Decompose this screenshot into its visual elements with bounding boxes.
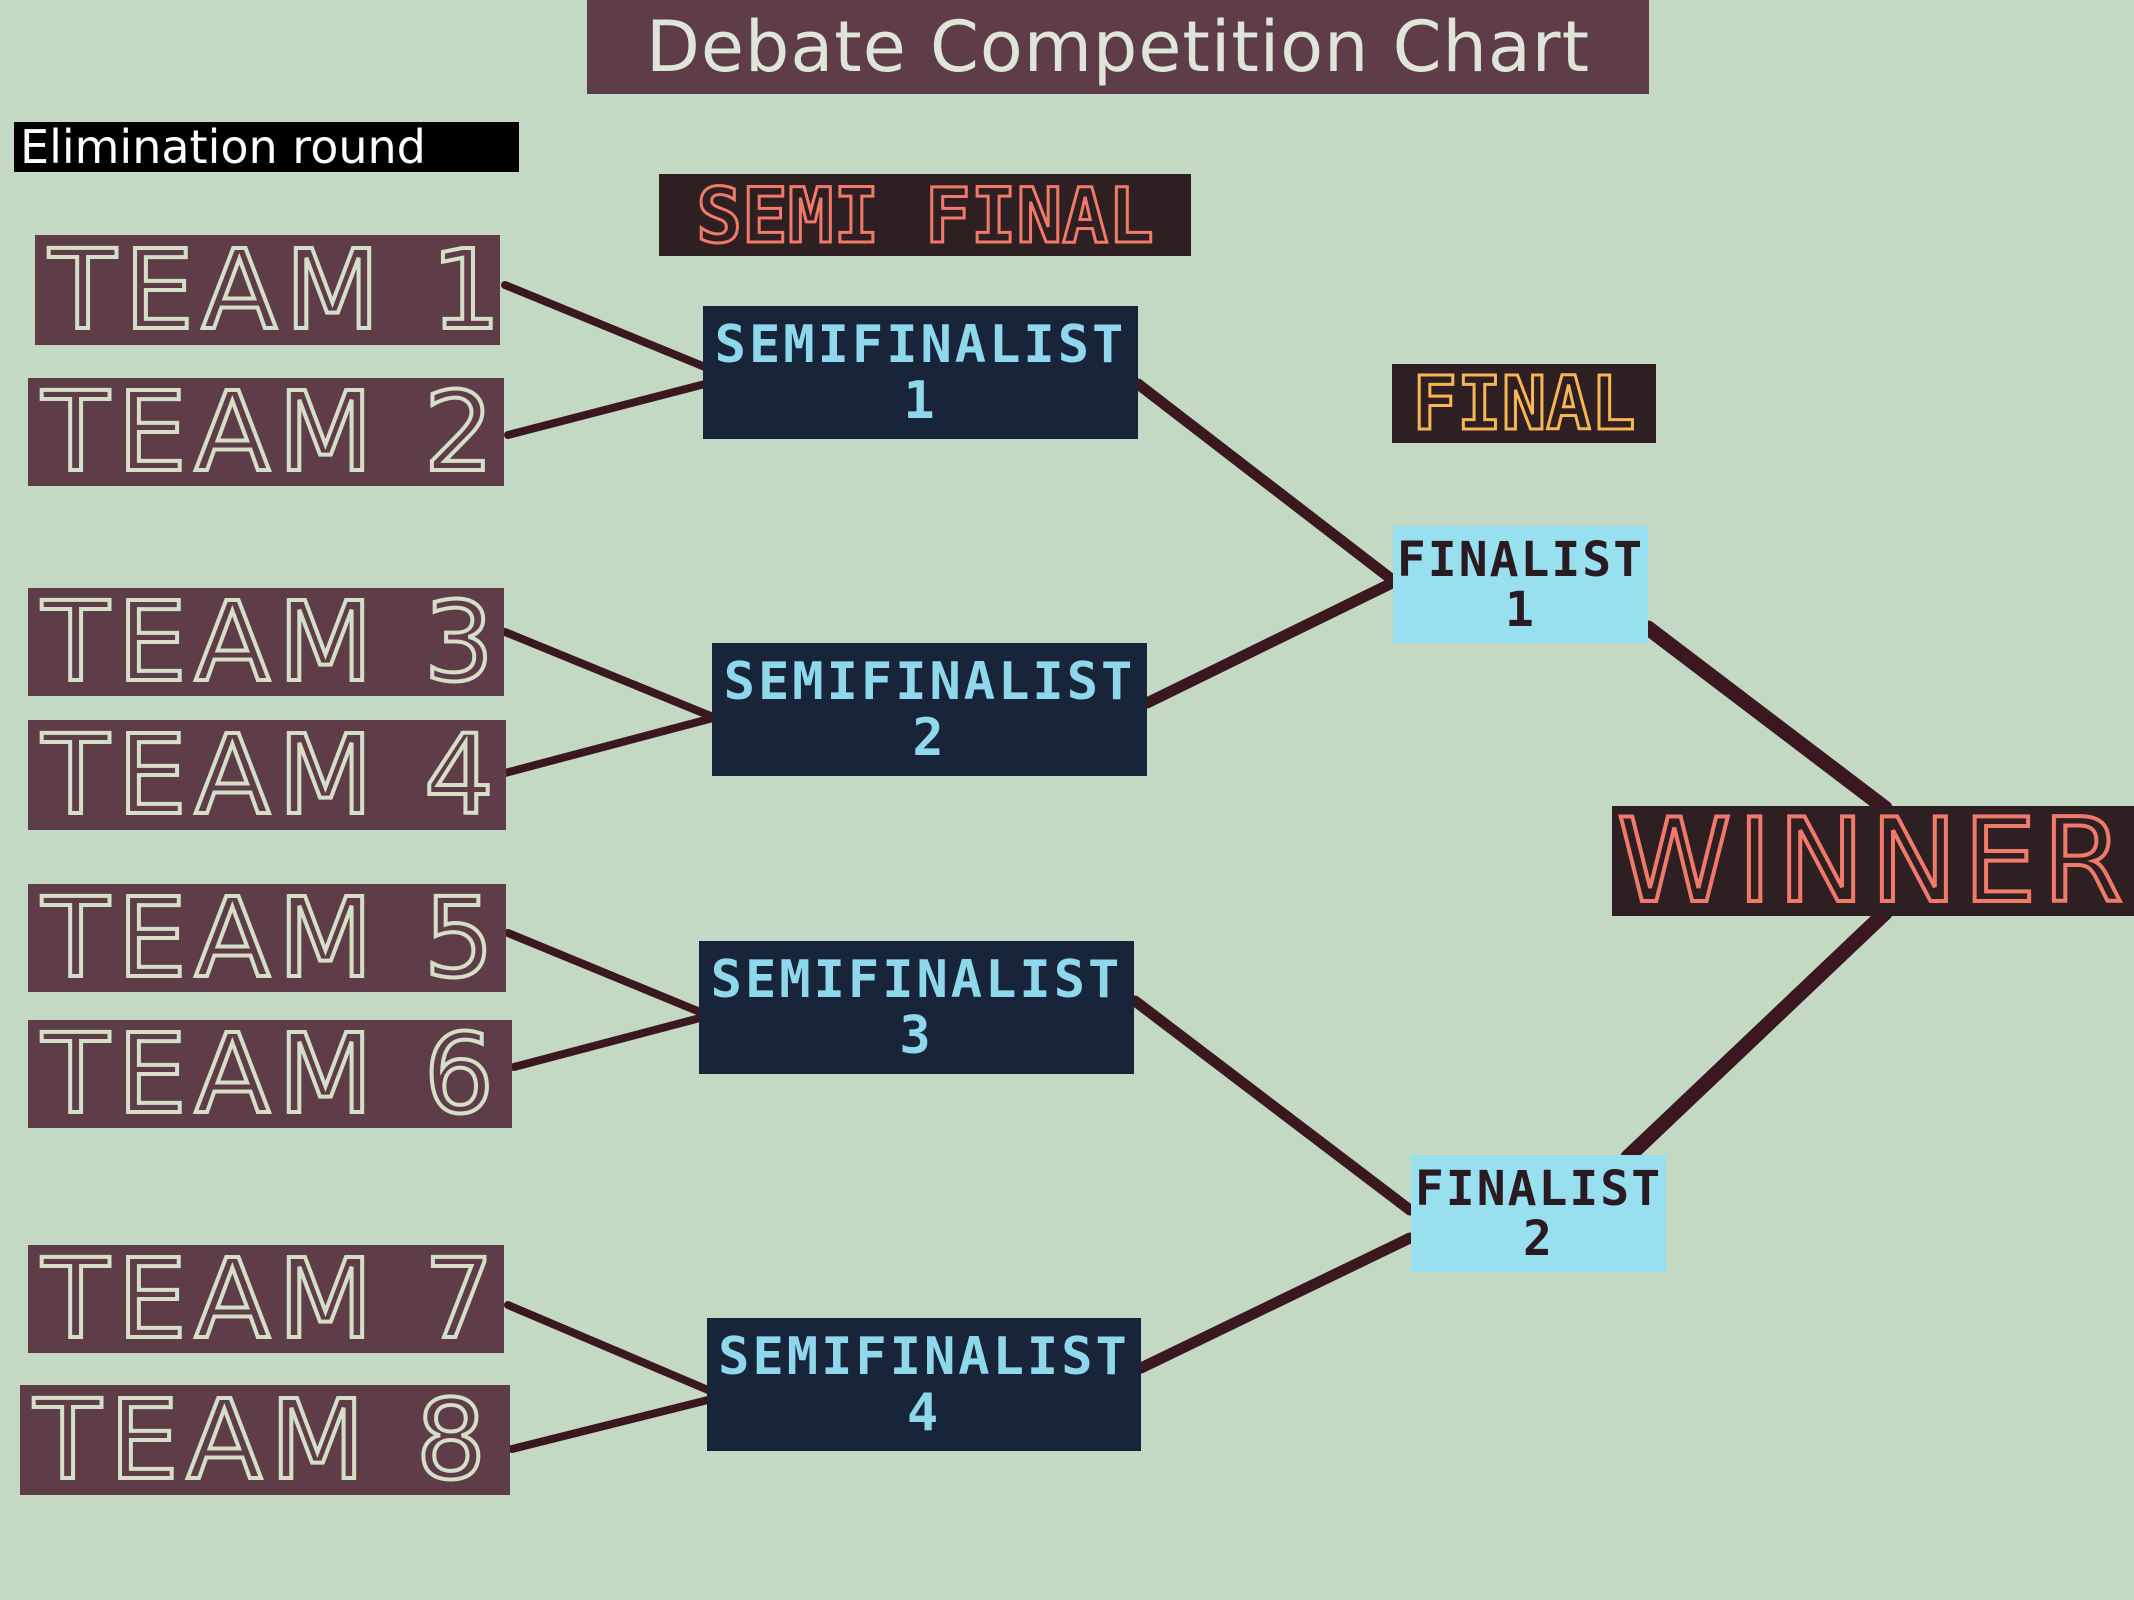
winner-box: WINNER	[1612, 806, 2134, 916]
team-box-7: TEAM 7	[28, 1233, 504, 1365]
connector-team7-semi4	[504, 1301, 712, 1394]
chart-title: Debate Competition Chart	[587, 0, 1649, 94]
semifinalist-number: 2	[912, 707, 947, 768]
team-box-6: TEAM 6	[28, 1008, 512, 1140]
connector-team8-semi4	[508, 1396, 712, 1453]
semi-final-heading: SEMI FINAL	[659, 169, 1191, 261]
team-box-1: TEAM 1	[35, 224, 503, 356]
connector-semi1-final1	[1132, 378, 1396, 584]
finalist-label: FINALIST	[1414, 1160, 1663, 1217]
semifinalist-label: SEMIFINALIST	[718, 1326, 1130, 1387]
semifinalist-number: 4	[906, 1382, 942, 1443]
connector-semi2-final1	[1141, 578, 1396, 709]
final-heading: FINAL	[1392, 359, 1656, 448]
semifinalist-box-2: SEMIFINALIST 2	[712, 643, 1147, 776]
connector-team4-semi2	[501, 714, 717, 777]
semifinalist-box-4: SEMIFINALIST 4	[707, 1318, 1141, 1451]
team-box-2: TEAM 2	[28, 366, 504, 498]
connector-team5-semi3	[504, 929, 704, 1016]
finalist-box-1: FINALIST 1	[1393, 526, 1648, 643]
connector-semi3-final2	[1129, 995, 1416, 1216]
semifinalist-label: SEMIFINALIST	[714, 314, 1127, 375]
semifinalist-label: SEMIFINALIST	[710, 949, 1123, 1010]
semifinalist-label: SEMIFINALIST	[723, 651, 1136, 712]
semifinalist-box-3: SEMIFINALIST 3	[699, 941, 1134, 1074]
team-box-4: TEAM 4	[28, 709, 506, 841]
connector-team6-semi3	[510, 1014, 704, 1071]
team-box-8: TEAM 8	[20, 1374, 510, 1506]
semifinalist-number: 1	[903, 370, 938, 431]
connector-team2-semi1	[504, 380, 709, 439]
connector-final2-winner	[1620, 905, 1893, 1165]
semifinalist-box-1: SEMIFINALIST 1	[703, 306, 1138, 439]
team-box-3: TEAM 3	[28, 576, 504, 708]
finalist-box-2: FINALIST 2	[1411, 1155, 1666, 1272]
finalist-label: FINALIST	[1396, 531, 1645, 588]
connector-team1-semi1	[501, 281, 709, 371]
connector-team3-semi2	[501, 628, 717, 721]
connector-semi4-final2	[1135, 1232, 1416, 1374]
finalist-number: 2	[1523, 1210, 1554, 1267]
elimination-round-label: Elimination round	[14, 120, 519, 174]
semifinalist-number: 3	[899, 1005, 934, 1066]
connector-final1-winner	[1640, 620, 1893, 816]
finalist-number: 1	[1505, 581, 1536, 638]
team-box-5: TEAM 5	[28, 872, 506, 1004]
